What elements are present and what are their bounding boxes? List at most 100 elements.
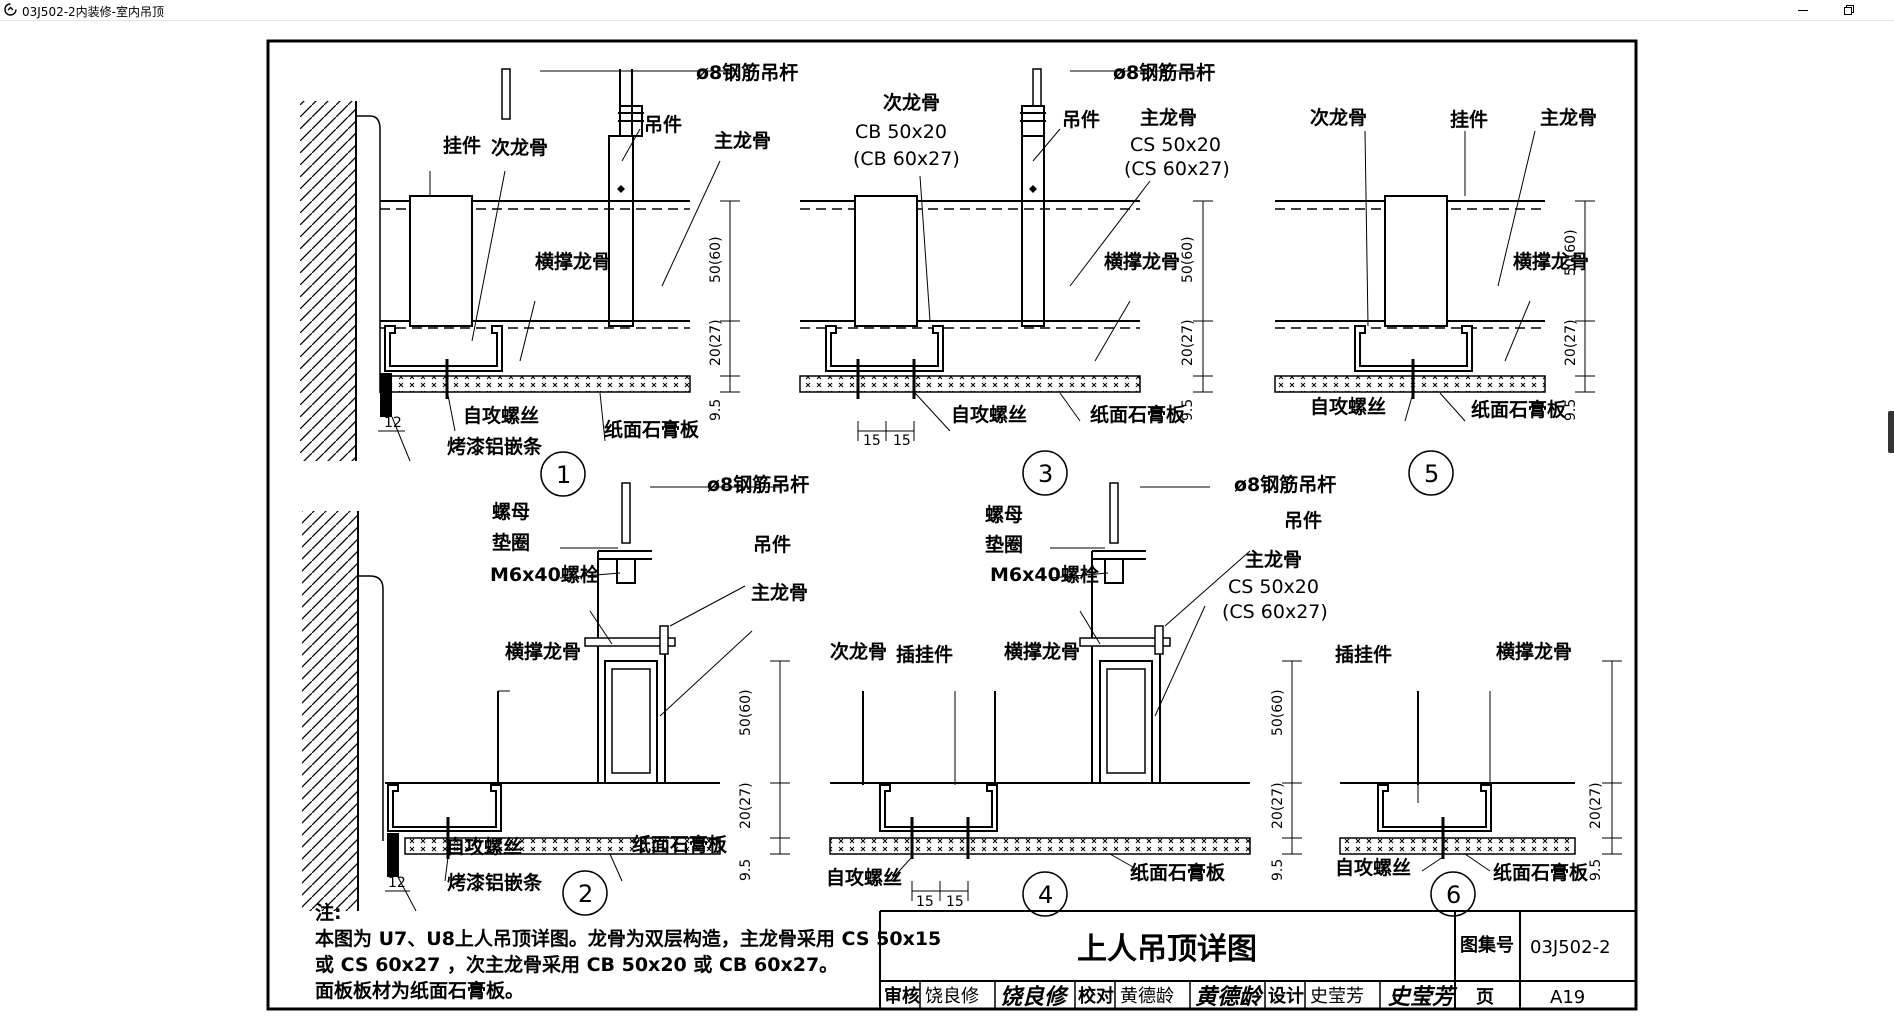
dim-95-d1: 9.5: [708, 399, 724, 421]
detail-number-6: 6: [1446, 881, 1461, 909]
window-titlebar: 03J502-2内装修-室内吊顶: [0, 0, 1894, 21]
sheet-border: [266, 39, 1638, 1011]
label-screw-d2: 自攻螺丝: [446, 835, 522, 858]
label-board-d2: 纸面石膏板: [632, 833, 728, 856]
detail-6: [1339, 660, 1622, 917]
title-block: [879, 910, 1636, 1009]
label-cross-keel-d5: 横撑龙骨: [1513, 250, 1589, 273]
restore-button[interactable]: [1826, 0, 1872, 20]
label-washer-d4: 垫圈: [985, 534, 1023, 556]
reviewer-signature: 饶良修: [1000, 984, 1069, 1010]
label-bolt-d2: M6x40螺栓: [490, 563, 599, 586]
window-title: 03J502-2内装修-室内吊顶: [22, 5, 165, 19]
label-clip-d5: 挂件: [1450, 108, 1488, 131]
label-secondary-keel-d3: 次龙骨: [883, 91, 940, 114]
label-insert-clip-d6: 插挂件: [1335, 643, 1392, 666]
label-cross-keel-d6: 横撑龙骨: [1496, 640, 1572, 663]
dim-20-d5: 20(27): [1563, 319, 1579, 366]
label-cross-keel-d4: 横撑龙骨: [1004, 640, 1080, 663]
label-cross-keel-d2: 横撑龙骨: [505, 640, 581, 663]
dim-95-d4: 9.5: [1270, 859, 1286, 881]
check-label: 校对: [1078, 985, 1114, 1007]
dim-95-d6: 9.5: [1588, 859, 1604, 881]
dim-50-d2: 50(60): [738, 689, 754, 736]
document-viewer[interactable]: ø8钢筋吊杆 吊件 主龙骨 挂件 次龙骨 横撑龙骨 自攻螺丝 纸面石膏板 烤漆铝…: [0, 21, 1894, 1033]
label-washer-d2: 垫圈: [492, 532, 530, 554]
label-hanger-d1: 吊件: [644, 113, 682, 136]
label-insert-clip-d4: 插挂件: [896, 643, 953, 666]
label-cb2-d3: (CB 60x27): [853, 148, 960, 170]
detail-3: [799, 68, 1213, 496]
dim-50-d1: 50(60): [708, 236, 724, 283]
label-rod-d3: ø8钢筋吊杆: [1113, 61, 1215, 84]
label-screw-d1: 自攻螺丝: [463, 404, 539, 427]
atlas-number: 03J502-2: [1530, 937, 1611, 958]
label-screw-d4: 自攻螺丝: [826, 866, 902, 889]
checker-signature: 黄德龄: [1195, 984, 1264, 1010]
drawing-sheet: ø8钢筋吊杆 吊件 主龙骨 挂件 次龙骨 横撑龙骨 自攻螺丝 纸面石膏板 烤漆铝…: [266, 39, 1638, 1011]
detail-4: [829, 482, 1302, 917]
dim-95-d2: 9.5: [738, 859, 754, 881]
label-board-d1: 纸面石膏板: [604, 418, 700, 441]
label-screw-d3: 自攻螺丝: [951, 403, 1027, 426]
label-bolt-d4: M6x40螺栓: [990, 563, 1099, 586]
drawing-title: 上人吊顶详图: [1077, 932, 1257, 967]
label-main-keel-d2: 主龙骨: [751, 581, 808, 604]
label-secondary-keel-d1: 次龙骨: [491, 136, 548, 159]
label-cs2-d4: (CS 60x27): [1222, 601, 1328, 623]
label-nut-d4: 螺母: [985, 504, 1023, 526]
detail-number-4: 4: [1038, 881, 1053, 909]
label-nut-d2: 螺母: [492, 501, 530, 523]
designer-signature: 史莹芳: [1388, 984, 1458, 1010]
dim-15a-d4: 15: [916, 894, 934, 910]
detail-2: [302, 482, 790, 916]
label-main-keel-d4: 主龙骨: [1245, 548, 1302, 571]
label-trim-d2: 烤漆铝嵌条: [447, 871, 543, 894]
page-number: A19: [1550, 987, 1585, 1008]
dim-50-d5: 50(60): [1563, 229, 1579, 276]
dim-20-d2: 20(27): [738, 782, 754, 829]
page-label: 页: [1476, 987, 1494, 1008]
detail-number-3: 3: [1038, 460, 1053, 488]
review-label: 审核: [884, 985, 920, 1007]
label-cross-keel-d3: 横撑龙骨: [1104, 250, 1180, 273]
label-secondary-keel-d4: 次龙骨: [830, 640, 887, 663]
label-secondary-keel-d5: 次龙骨: [1310, 106, 1367, 129]
notes-line-3: 面板板材为纸面石膏板。: [315, 979, 524, 1002]
side-panel-handle[interactable]: [1888, 411, 1894, 453]
dim-95-d3: 9.5: [1180, 399, 1196, 421]
pdf-viewer-icon: [4, 3, 17, 16]
label-cs1-d4: CS 50x20: [1228, 576, 1319, 598]
label-cross-keel-d1: 横撑龙骨: [535, 250, 611, 273]
label-board-d5: 纸面石膏板: [1471, 398, 1567, 421]
design-label: 设计: [1268, 985, 1304, 1007]
notes-line-1: 本图为 U7、U8上人吊顶详图。龙骨为双层构造，主龙骨采用 CS 50x15: [315, 927, 941, 950]
designer-name: 史莹芳: [1310, 986, 1364, 1007]
label-cs1-d3: CS 50x20: [1130, 134, 1221, 156]
dim-15b-d3: 15: [893, 433, 911, 449]
reviewer-name: 饶良修: [925, 986, 979, 1007]
dim-15b-d4: 15: [946, 894, 964, 910]
restore-icon: [1844, 5, 1854, 15]
checker-name: 黄德龄: [1120, 986, 1174, 1007]
label-main-keel-d3: 主龙骨: [1140, 106, 1197, 129]
label-rod-d2: ø8钢筋吊杆: [707, 473, 809, 496]
label-hanger-d2: 吊件: [753, 533, 791, 556]
dim-20-d1: 20(27): [708, 319, 724, 366]
detail-5: [1274, 130, 1595, 496]
detail-number-5: 5: [1424, 460, 1439, 488]
label-hanger-d4: 吊件: [1284, 509, 1322, 532]
label-hanger-d3: 吊件: [1062, 108, 1100, 131]
dim-15a-d3: 15: [863, 433, 881, 449]
detail-number-2: 2: [578, 880, 593, 908]
label-board-d6: 纸面石膏板: [1493, 861, 1589, 884]
dim-12-d1: 12: [384, 415, 402, 431]
dim-95-d5: 9.5: [1563, 399, 1579, 421]
minimize-button[interactable]: [1780, 0, 1826, 20]
dim-12-d2: 12: [388, 875, 406, 891]
label-board-d4: 纸面石膏板: [1130, 861, 1226, 884]
label-clip-d1: 挂件: [443, 134, 481, 157]
label-main-keel-d1: 主龙骨: [714, 129, 771, 152]
label-board-d3: 纸面石膏板: [1090, 403, 1186, 426]
dim-50-d3: 50(60): [1180, 236, 1196, 283]
